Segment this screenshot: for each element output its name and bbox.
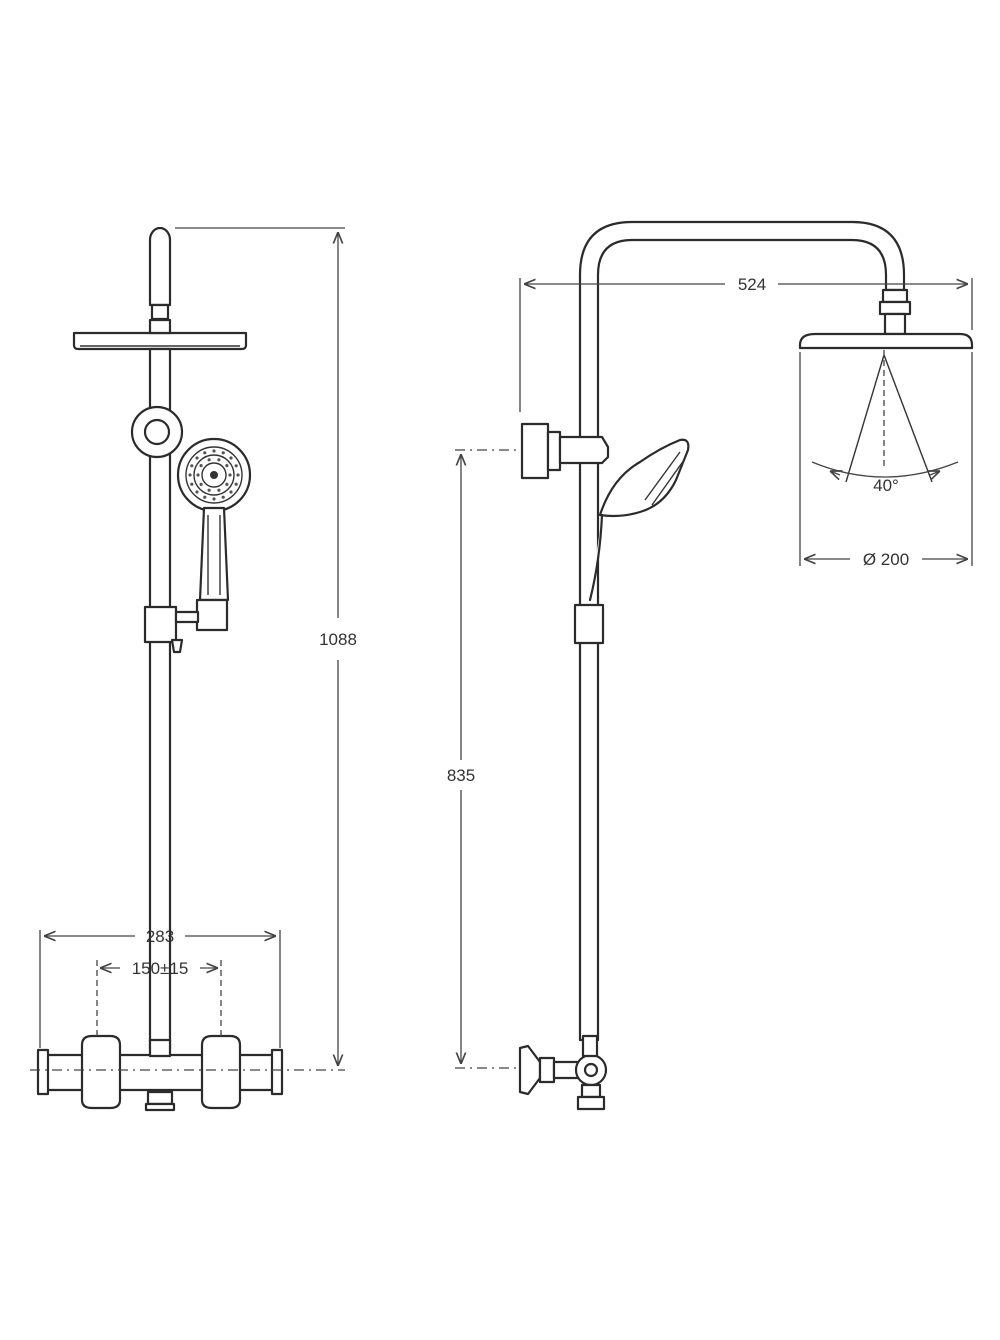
nozzle-dot — [229, 490, 233, 494]
side-gooseneck — [578, 220, 906, 442]
dim-width-label: 283 — [146, 927, 174, 946]
nozzle-dot — [199, 464, 203, 468]
spray-angle-label: 40° — [873, 476, 899, 495]
dim-inlet-spacing-label: 150±15 — [132, 959, 189, 978]
dim-arm-reach-label: 524 — [738, 275, 766, 294]
front-upper-arm — [148, 226, 172, 307]
nozzle-dot — [221, 451, 225, 455]
nozzle-dot — [236, 473, 240, 477]
nozzle-dot — [212, 449, 216, 453]
nozzle-dot — [217, 488, 221, 492]
front-overhead-head — [72, 331, 248, 351]
nozzle-dot — [225, 464, 229, 468]
nozzle-dot — [190, 464, 194, 468]
nozzle-dot — [195, 490, 199, 494]
side-main-pipe — [578, 438, 600, 1042]
nozzle-dot — [221, 495, 225, 499]
front-view — [30, 226, 345, 1112]
nozzle-dot — [195, 456, 199, 460]
dim-head-diameter-label: Ø 200 — [863, 550, 909, 569]
front-dimensions: 1088 283 150±15 — [39, 227, 357, 1066]
side-overhead-head — [798, 332, 974, 350]
nozzle-dot — [190, 482, 194, 486]
nozzle-dot — [217, 458, 221, 462]
nozzle-dot — [207, 488, 211, 492]
nozzle-dot — [207, 458, 211, 462]
side-slider-clamp — [573, 603, 605, 645]
nozzle-dot — [234, 464, 238, 468]
front-arm-fitting — [150, 303, 170, 321]
nozzle-dot — [229, 456, 233, 460]
nozzle-dot — [196, 473, 200, 477]
nozzle-dot — [203, 451, 207, 455]
side-mixer — [518, 1034, 608, 1111]
front-mixer-body — [36, 1034, 284, 1112]
nozzle-dot — [188, 473, 192, 477]
nozzle-dot — [228, 473, 232, 477]
nozzle-dot — [199, 482, 203, 486]
side-hand-shower — [588, 438, 690, 602]
dim-total-height-label: 1088 — [319, 630, 357, 649]
nozzle-dot — [203, 495, 207, 499]
nozzle-dot — [234, 482, 238, 486]
side-view: 40° Ø 200 524 — [447, 220, 974, 1111]
front-hand-shower — [176, 437, 252, 602]
nozzle-dot — [225, 482, 229, 486]
side-wall-bracket — [520, 422, 550, 480]
dim-outlet-height-label: 835 — [447, 766, 475, 785]
nozzle-dot — [212, 497, 216, 501]
front-holder-bracket — [143, 605, 178, 644]
